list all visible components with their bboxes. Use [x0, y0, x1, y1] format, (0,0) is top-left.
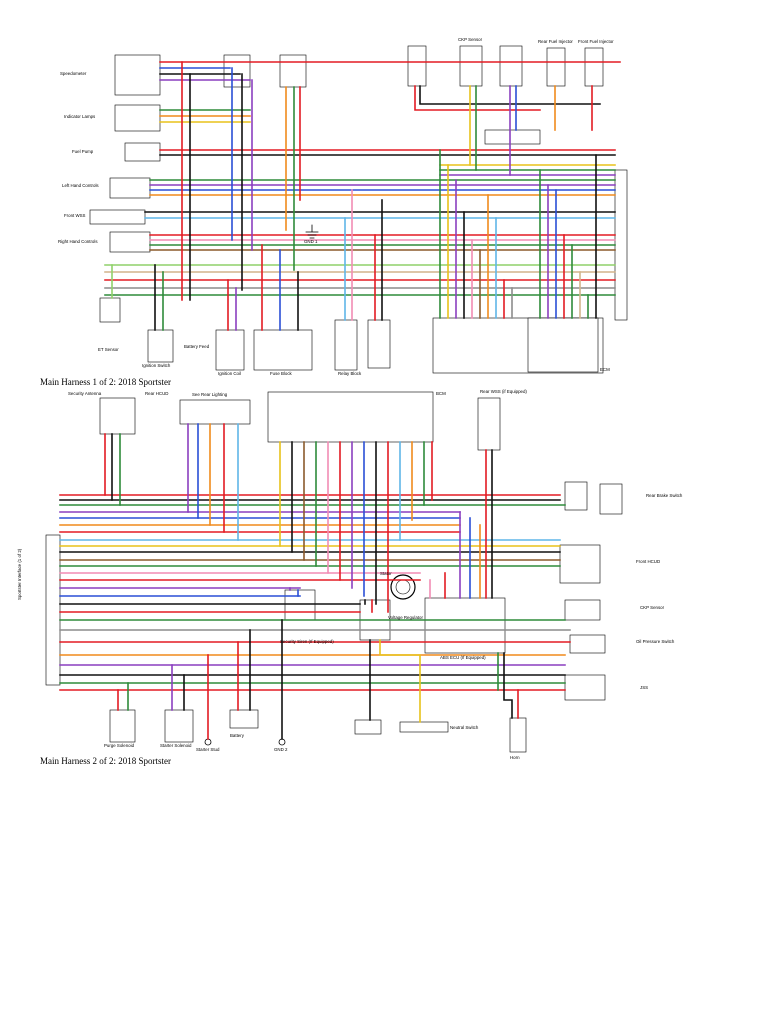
ignition-coil-label: Ignition Coil [218, 371, 241, 376]
stator-label: Stator [380, 571, 392, 576]
fuse-block-label: Fuse Block [270, 371, 292, 376]
security-antenna-label: Security Antenna [68, 391, 102, 396]
purge-solenoid-label: Purge Solenoid [104, 743, 135, 748]
jss-label: JSS [640, 685, 649, 690]
speedometer-label: Speedometer [60, 71, 87, 76]
abs-ecu-label: ABS ECU (If Equipped) [440, 655, 486, 660]
harness-1 [89, 45, 628, 374]
harness-2 [45, 391, 623, 753]
ckp-sensor-2-label: CKP Sensor [640, 605, 665, 610]
gnd2-label: GND 2 [274, 747, 288, 752]
front-fuel-injector-label: Front Fuel Injector [578, 39, 614, 44]
harness-2-caption: Main Harness 2 of 2: 2018 Sportster [40, 756, 171, 766]
fuel-pump-label: Fuel Pump [72, 149, 94, 154]
starter-solenoid-label: Starter Solenoid [160, 743, 192, 748]
battery-feed-label: Battery Feed [184, 344, 210, 349]
rear-wss-label: Rear WSS (if Equipped) [480, 389, 527, 394]
left-hand-controls-label: Left Hand Controls [62, 183, 99, 188]
bcm-label: BCM [436, 391, 446, 396]
security-siren-label: Security Siren (If Equipped) [280, 639, 334, 644]
front-wss-label: Front WSS [64, 213, 86, 218]
horn-label: Horn [510, 755, 520, 760]
gnd1-label: GND 1 [304, 239, 318, 244]
right-hand-controls-label: Right Hand Controls [58, 239, 98, 244]
neutral-switch-label: Neutral Switch [450, 725, 479, 730]
ecm-label: ECM [600, 367, 610, 372]
battery-label: Battery [230, 733, 244, 738]
relay-block-label: Relay Block [338, 371, 362, 376]
ckp-sensor-label: CKP Sensor [458, 37, 483, 42]
ignition-switch-label: Ignition Switch [142, 363, 171, 368]
oil-pressure-switch-label: Oil Pressure Switch [636, 639, 675, 644]
indicator-lamps-label: Indicator Lamps [64, 114, 96, 119]
starter-stud-label: Starter Stud [196, 747, 220, 752]
rear-brake-switch-label: Rear Brake Switch [646, 493, 683, 498]
front-hcud-label: Front HCUD [636, 559, 661, 564]
et-sensor-label: ET Sensor [98, 347, 119, 352]
voltage-regulator-label: Voltage Regulator [388, 615, 423, 620]
rear-fuel-injector-label: Rear Fuel Injector [538, 39, 573, 44]
harness-1-caption: Main Harness 1 of 2: 2018 Sportster [40, 377, 171, 387]
sportster-interface-label: Sportster Interface (1 of 2) [17, 548, 22, 600]
see-rear-lighting-label: See Rear Lighting [192, 392, 228, 397]
rear-hcud-label: Rear HCUD [145, 391, 169, 396]
